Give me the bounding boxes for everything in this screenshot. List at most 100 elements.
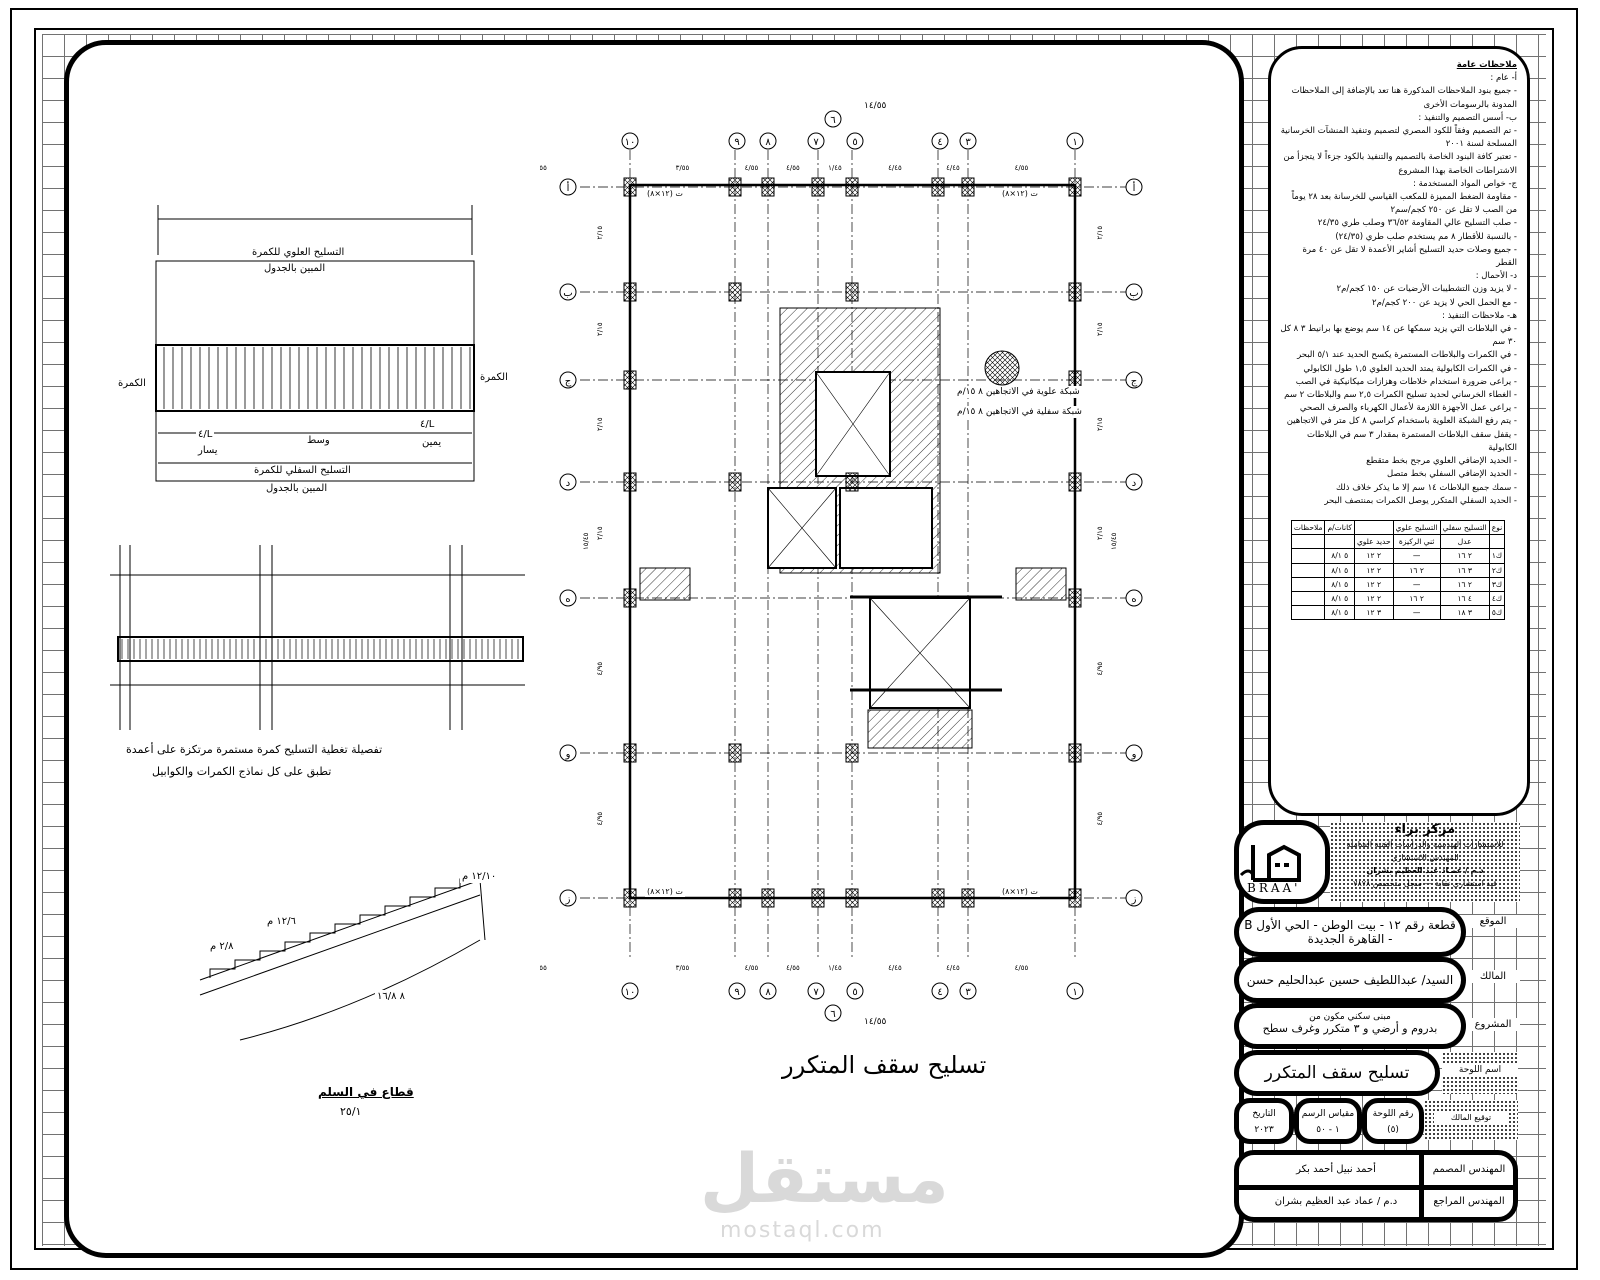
column-axis-bubble xyxy=(824,1004,842,1022)
table-cell xyxy=(1290,562,1326,578)
column xyxy=(931,888,945,908)
column xyxy=(1068,177,1082,197)
owner-value: السيد/ عبداللطيف حسين عبدالحليم حسن xyxy=(1246,973,1454,987)
dimension-label: ٣/٥٥ xyxy=(676,164,690,172)
column-axis-bubble xyxy=(959,982,977,1000)
column xyxy=(728,472,742,492)
stair-label-3: ١٢/١٠ م xyxy=(460,870,499,883)
column-axis-label: ٩ xyxy=(734,987,739,998)
continuous-title-1: تفصيلة تغطية التسليح كمرة مستمرة مرتكزة … xyxy=(124,742,385,757)
row-axis-label: أ xyxy=(1133,181,1136,194)
row-axis-bubble xyxy=(559,371,577,389)
stair-section xyxy=(199,878,486,1041)
row-axis-bubble xyxy=(559,589,577,607)
sheet-no-box: رقم اللوحة (٥) xyxy=(1362,1098,1424,1144)
stair-label-2: ٨ ١٦/٨ xyxy=(375,990,408,1003)
table-cell: ك٤ xyxy=(1488,590,1506,607)
row-axis-label: و xyxy=(1131,749,1137,760)
row-axis-label: ج xyxy=(565,376,572,387)
table-cell: ٢ ١٢ xyxy=(1353,548,1394,564)
table-cell: ٢ ١٦ xyxy=(1392,590,1441,607)
dimension-label: ٣/٥٥ xyxy=(540,964,547,972)
column-axis-bubble xyxy=(759,982,777,1000)
scale-value: ١ - ٥٠ xyxy=(1316,1125,1340,1135)
dimension-label: ٤/٥٥ xyxy=(1015,164,1029,172)
dimension-label: ٢/١٥ xyxy=(1096,417,1104,431)
table-cell: ٢ ١٦ xyxy=(1392,562,1441,578)
column-axis-label: ١ xyxy=(1072,137,1077,148)
column xyxy=(961,888,975,908)
date-value: ٢٠٢٣ xyxy=(1254,1125,1274,1135)
column xyxy=(623,472,637,492)
mesh-note-bottom: شبكة سفلية في الاتجاهين ٨ ١٥/م xyxy=(955,406,1084,418)
dimension-label: ٤/٥٥ xyxy=(786,164,800,172)
table-cell: ٢ ١٦ xyxy=(1439,576,1490,592)
continuous-beam-detail xyxy=(110,545,525,730)
office-role: المهندس الاستشاري xyxy=(1391,853,1459,862)
beam-span-right-dim: L/٤ xyxy=(418,418,437,431)
column xyxy=(1068,282,1082,302)
table-cell xyxy=(1290,576,1326,592)
note-line: - الحديد الإضافي العلوي مرجح بخط متقطع xyxy=(1366,456,1517,467)
dimension-label: ٤/٩٥ xyxy=(596,662,604,676)
owner-label: المالك xyxy=(1466,970,1520,983)
office-name: مركز براء xyxy=(1394,822,1456,837)
table-cell: حديد علوي xyxy=(1353,534,1394,550)
row-axis-label: ج xyxy=(1131,376,1138,387)
watermark-logo: مستقل xyxy=(700,1140,949,1219)
table-cell: ك٣ xyxy=(1488,576,1506,592)
column-axis-bubble xyxy=(621,132,639,150)
column xyxy=(845,888,859,908)
table-cell: ك٥ xyxy=(1488,605,1506,621)
note-line: - في البلاطات التي يزيد سمكها عن ١٤ سم ي… xyxy=(1280,324,1517,348)
column xyxy=(845,177,859,197)
slab-label: ت (١٢×٨) xyxy=(1000,188,1040,199)
sheet-name-value: تسليح سقف المتكرر xyxy=(1264,1063,1410,1083)
column xyxy=(623,743,637,763)
column-axis-bubble xyxy=(1066,982,1084,1000)
column-axis-bubble xyxy=(846,982,864,1000)
note-line: - بالنسبة للأقطار ٨ مم يستخدم صلب طري (٢… xyxy=(1335,231,1517,242)
column-axis-label: ٤ xyxy=(937,987,942,998)
dimension-label: ٢/١٥ xyxy=(596,322,604,336)
overall-side-dim: ١٥/٤٥ xyxy=(582,532,590,550)
dimension-label: ٢/١٥ xyxy=(1096,226,1104,240)
column xyxy=(1068,888,1082,908)
note-line: - يراعى ضرورة استخدام خلاطات وهزازات ميك… xyxy=(1295,376,1517,387)
column-axis-label: ٨ xyxy=(765,137,771,148)
row-axis-label: أ xyxy=(567,181,570,194)
site-value-box: قطعة رقم ١٢ - بيت الوطن - الحي الأول B -… xyxy=(1234,907,1466,957)
table-cell: عدل xyxy=(1439,534,1490,550)
beam-bottom-sub: المبين بالجدول xyxy=(264,482,330,495)
table-cell: ٢ ١٦ xyxy=(1439,548,1490,564)
dimension-label: ٢/١٥ xyxy=(1096,526,1104,540)
row-axis-bubble xyxy=(559,473,577,491)
column xyxy=(961,177,975,197)
column-axis-label: ٨ xyxy=(765,987,771,998)
office-sub: للاستشارات الهندسية والدراسات الفنية الش… xyxy=(1346,840,1504,849)
column-axis-bubble xyxy=(728,132,746,150)
table-cell: ٢ ١٢ xyxy=(1353,576,1394,592)
table-cell xyxy=(1290,534,1326,550)
reviewer-label: المهندس المراجع xyxy=(1427,1195,1511,1208)
column-axis-label: ٩ xyxy=(734,137,739,148)
stamp-box: توقيع المالك xyxy=(1424,1100,1518,1140)
column-axis-label: ٥ xyxy=(852,987,857,998)
general-notes: ملاحظات عامة أ- عام :- جميع بنود الملاحظ… xyxy=(1268,46,1530,816)
drawing-title: تسليح سقف المتكرر xyxy=(780,1050,989,1080)
column-axis-label: ٧ xyxy=(813,987,819,998)
dimension-label: ٤/٥٥ xyxy=(745,164,759,172)
slab-label: ت (١٢×٨) xyxy=(645,886,685,897)
note-line: أ- عام : xyxy=(1490,73,1517,84)
column-axis-label: ٧ xyxy=(813,137,819,148)
column xyxy=(845,282,859,302)
beam-top-sub: المبين بالجدول xyxy=(262,262,328,275)
table-cell: — xyxy=(1392,576,1441,592)
column xyxy=(1068,743,1082,763)
mesh-note-top: شبكة علوية في الاتجاهين ٨ ١٥/م xyxy=(955,386,1082,398)
